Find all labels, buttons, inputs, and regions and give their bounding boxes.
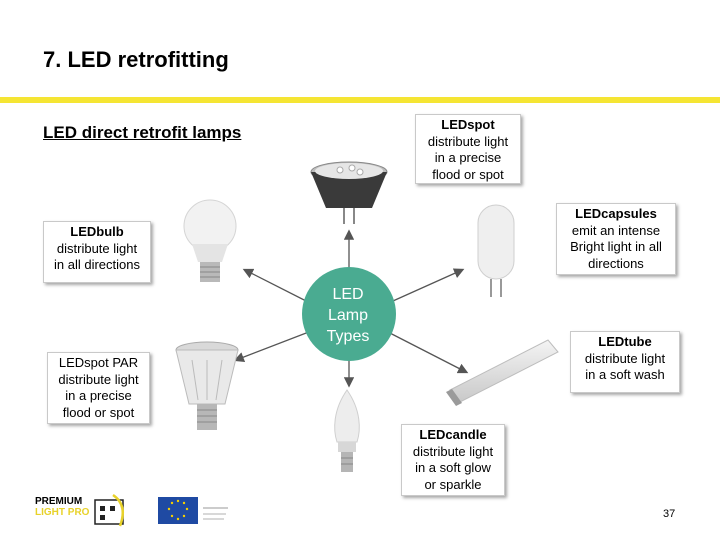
callout-ledspot-par: LEDspot PAR distribute light in a precis…	[47, 352, 150, 424]
callout-ledtube: LEDtube distribute light in a soft wash	[570, 331, 680, 393]
ledcapsule-image	[477, 204, 515, 297]
callout-title: LEDspot PAR	[58, 355, 139, 370]
center-label-line: Types	[326, 328, 370, 345]
ledbulb-image	[183, 199, 237, 282]
callout-title: LEDspot	[441, 117, 495, 132]
callout-line: flood or spot	[432, 166, 504, 182]
callout-line: or sparkle	[424, 476, 482, 492]
callout-title: LEDcapsules	[575, 206, 657, 221]
callout-line: distribute light	[427, 133, 509, 149]
premium-light-pro-logo: PREMIUM LIGHT PRO	[35, 496, 89, 518]
slide-subtitle: LED direct retrofit lamps	[43, 123, 242, 142]
logo-line: PREMIUM	[35, 496, 83, 507]
callout-ledspot: LEDspot distribute light in a precise fl…	[415, 114, 521, 184]
callout-line: in all directions	[54, 257, 140, 272]
callout-line: in a precise	[65, 388, 132, 403]
callout-line: directions	[588, 255, 644, 271]
callout-ledbulb: LEDbulb distribute light in all directio…	[43, 221, 151, 283]
callout-line: distribute light	[56, 240, 138, 256]
center-circle	[302, 267, 396, 361]
connector-arrows	[233, 229, 469, 388]
callout-line: in a soft glow	[415, 460, 491, 475]
callout-line: in a precise	[434, 150, 502, 165]
callout-line: Bright light in all	[570, 239, 662, 254]
center-label-line: LED	[332, 286, 364, 303]
logo-line: LIGHT PRO	[35, 507, 90, 518]
premium-light-pro-logo-graphic	[94, 493, 125, 527]
ledtube-image	[446, 339, 559, 406]
callout-line: distribute light	[412, 443, 494, 459]
page-number: 37	[663, 508, 676, 520]
callout-title: LEDcandle	[419, 427, 487, 442]
ledspotpar-image	[175, 341, 239, 430]
callout-ledcapsules: LEDcapsules emit an intense Bright light…	[556, 203, 676, 275]
title-divider	[0, 97, 720, 103]
center-label: LED Lamp Types	[306, 284, 390, 347]
slide-title: 7. LED retrofitting	[43, 47, 229, 72]
callout-line: distribute light	[584, 350, 666, 366]
ledcandle-image	[334, 389, 360, 472]
eu-flag-icon	[158, 497, 228, 524]
callout-ledcandle: LEDcandle distribute light in a soft glo…	[401, 424, 505, 496]
callout-title: LEDtube	[598, 334, 652, 349]
callout-line: distribute light	[58, 371, 139, 387]
callout-title: LEDbulb	[70, 224, 124, 239]
callout-line: flood or spot	[62, 404, 135, 420]
callout-line: in a soft wash	[585, 367, 665, 382]
callout-line: emit an intense	[571, 222, 661, 238]
ledspot-image	[310, 161, 388, 224]
center-label-line: Lamp	[327, 307, 369, 324]
